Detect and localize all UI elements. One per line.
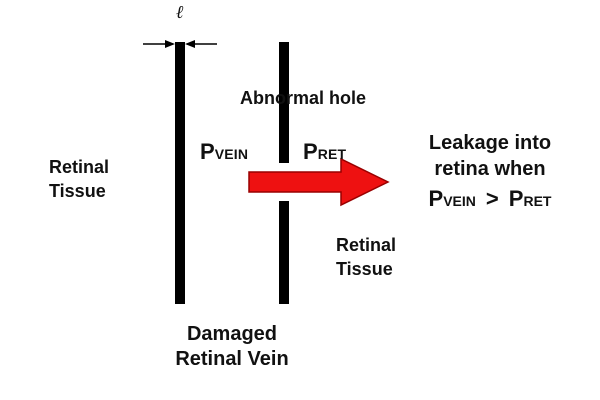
right-tissue-label: Retinal Tissue — [336, 233, 396, 281]
formula-rhs-base: P — [508, 186, 524, 211]
leakage-condition-label: Leakage into retina when PVEIN>PRET — [405, 130, 575, 214]
right-tissue-label-line1: Retinal — [336, 235, 397, 255]
formula-lhs-subscript: VEIN — [443, 193, 476, 209]
damaged-vein-label-line2: Retinal Vein — [175, 348, 289, 370]
leakage-label-line1: Leakage into — [428, 132, 552, 154]
abnormal-hole-label: Abnormal hole — [240, 88, 367, 108]
p-vein-base: P — [200, 139, 215, 164]
damaged-vein-label: Damaged Retinal Vein — [153, 322, 311, 372]
vein-wall-right-upper — [279, 42, 289, 163]
damaged-vein-label-line1: Damaged — [186, 323, 278, 345]
p-vein-label: PVEIN — [200, 141, 248, 163]
vein-wall-right-lower — [279, 201, 289, 304]
formula-lhs-base: P — [428, 186, 444, 211]
leakage-arrow — [248, 157, 390, 207]
p-ret-base: P — [303, 139, 318, 164]
left-tissue-label: Retinal Tissue — [49, 155, 109, 203]
leakage-formula: PVEIN>PRET — [405, 182, 575, 214]
formula-rhs-subscript: RET — [523, 193, 552, 209]
wall-thickness-symbol: ℓ — [176, 2, 184, 23]
left-tissue-label-line2: Tissue — [49, 181, 106, 201]
leakage-label-line2: retina when — [434, 158, 546, 180]
vein-wall-left — [175, 42, 185, 304]
p-vein-subscript: VEIN — [214, 146, 249, 162]
right-tissue-label-line2: Tissue — [336, 259, 393, 279]
wall-thickness-marker — [143, 40, 217, 48]
p-ret-subscript: RET — [317, 146, 347, 162]
left-tissue-label-line1: Retinal — [49, 157, 110, 177]
p-ret-label: PRET — [303, 141, 346, 163]
formula-operator: > — [485, 186, 499, 211]
